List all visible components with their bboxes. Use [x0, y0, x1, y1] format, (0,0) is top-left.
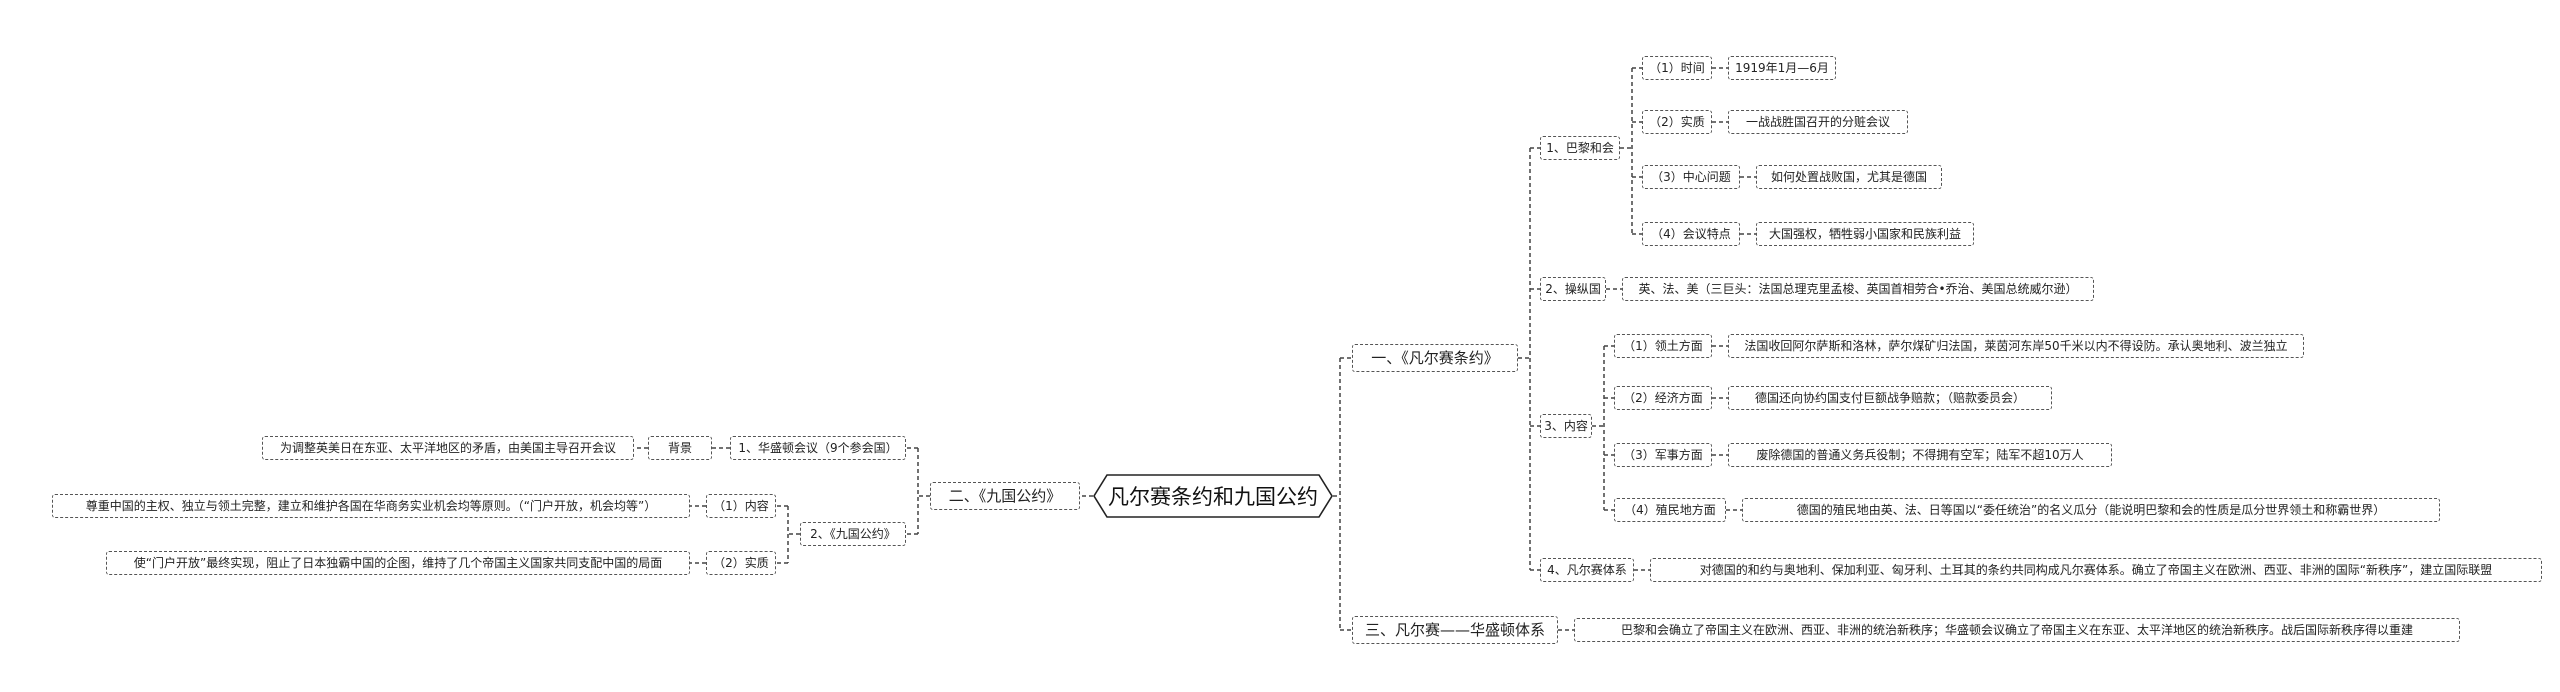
- background-value: 为调整英美日在东亚、太平洋地区的矛盾，由美国主导召开会议: [262, 436, 634, 460]
- manipulators-value: 英、法、美（三巨头：法国总理克里孟梭、英国首相劳合•乔治、美国总统威尔逊）: [1622, 277, 2094, 301]
- versailles-washington-value: 巴黎和会确立了帝国主义在欧洲、西亚、非洲的统治新秩序；华盛顿会议确立了帝国主义在…: [1574, 618, 2460, 642]
- root-hexagon: [1093, 474, 1333, 518]
- versailles-system-node[interactable]: 4、凡尔赛体系: [1540, 558, 1634, 582]
- central-issue-node[interactable]: （3）中心问题: [1642, 165, 1740, 189]
- paris-conference-node[interactable]: 1、巴黎和会: [1540, 136, 1620, 160]
- military-value: 废除德国的普通义务兵役制；不得拥有空军；陆军不超10万人: [1728, 443, 2112, 467]
- treaty-essence-node[interactable]: （2）实质: [706, 551, 776, 575]
- nature-node[interactable]: （2）实质: [1642, 110, 1712, 134]
- time-value: 1919年1月—6月: [1728, 56, 1836, 80]
- treaty-essence-value: 使“门户开放”最终实现，阻止了日本独霸中国的企图，维持了几个帝国主义国家共同支配…: [106, 551, 690, 575]
- economy-value: 德国还向协约国支付巨额战争赔款；（赔款委员会）: [1728, 386, 2052, 410]
- root-title: 凡尔赛条约和九国公约: [1108, 485, 1318, 509]
- nature-value: 一战战胜国召开的分赃会议: [1728, 110, 1908, 134]
- washington-conference-node[interactable]: 1、华盛顿会议（9个参会国）: [730, 436, 906, 460]
- colony-node[interactable]: （4）殖民地方面: [1614, 498, 1726, 522]
- treaty-content-node[interactable]: （1）内容: [706, 494, 776, 518]
- versailles-system-value: 对德国的和约与奥地利、保加利亚、匈牙利、土耳其的条约共同构成凡尔赛体系。确立了帝…: [1650, 558, 2542, 582]
- root-node[interactable]: 凡尔赛条约和九国公约: [1093, 474, 1333, 518]
- content-node[interactable]: 3、内容: [1540, 414, 1592, 438]
- territory-node[interactable]: （1）领土方面: [1614, 334, 1712, 358]
- conference-feature-node[interactable]: （4）会议特点: [1642, 222, 1740, 246]
- military-node[interactable]: （3）军事方面: [1614, 443, 1712, 467]
- economy-node[interactable]: （2）经济方面: [1614, 386, 1712, 410]
- time-node[interactable]: （1）时间: [1642, 56, 1712, 80]
- treaty-content-value: 尊重中国的主权、独立与领土完整，建立和维护各国在华商务实业机会均等原则。（“门户…: [52, 494, 690, 518]
- central-issue-value: 如何处置战败国，尤其是德国: [1756, 165, 1942, 189]
- versailles-washington-node[interactable]: 三、凡尔赛——华盛顿体系: [1352, 616, 1558, 644]
- nine-power-treaty-sub-node[interactable]: 2、《九国公约》: [800, 522, 906, 546]
- conference-feature-value: 大国强权，牺牲弱小国家和民族利益: [1756, 222, 1974, 246]
- versailles-treaty-node[interactable]: 一、《凡尔赛条约》: [1352, 344, 1518, 372]
- background-node[interactable]: 背景: [648, 436, 712, 460]
- nine-power-treaty-node[interactable]: 二、《九国公约》: [930, 482, 1080, 510]
- territory-value: 法国收回阿尔萨斯和洛林，萨尔煤矿归法国，莱茵河东岸50千米以内不得设防。承认奥地…: [1728, 334, 2304, 358]
- colony-value: 德国的殖民地由英、法、日等国以“委任统治”的名义瓜分（能说明巴黎和会的性质是瓜分…: [1742, 498, 2440, 522]
- manipulators-node[interactable]: 2、操纵国: [1540, 277, 1606, 301]
